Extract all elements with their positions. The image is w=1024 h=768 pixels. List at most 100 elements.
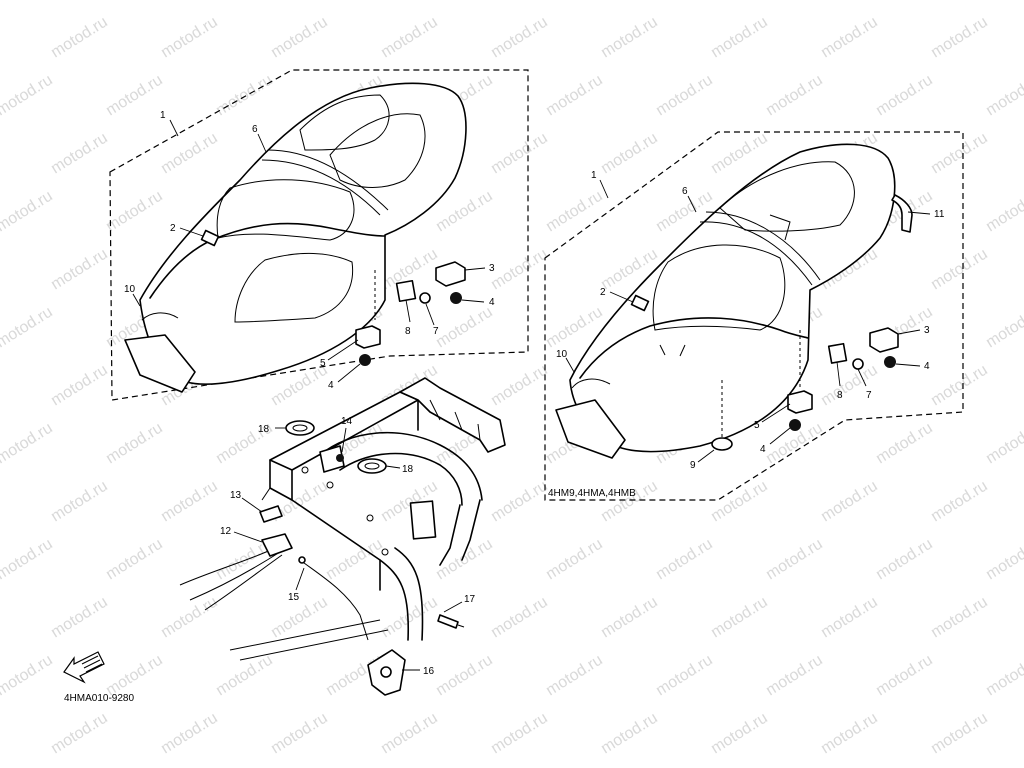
watermark-text: motod.ru: [873, 420, 936, 468]
watermark-text: motod.ru: [763, 652, 826, 700]
variant-label: 4HM9,4HMA,4HMB: [548, 488, 636, 499]
watermark-text: motod.ru: [763, 72, 826, 120]
left-callout-4b: 4: [328, 380, 334, 391]
watermark-text: motod.ru: [543, 188, 606, 236]
watermark-text: motod.ru: [0, 14, 1, 62]
watermark-text: motod.ru: [653, 0, 716, 3]
watermark-text: motod.ru: [543, 0, 606, 3]
left-seat-group: 1 6 2 10 3 4 8 7 5 4: [109, 69, 529, 401]
watermark-text: motod.ru: [103, 0, 166, 3]
frame-callout-13: 13: [230, 490, 242, 501]
watermark-text: motod.ru: [708, 594, 771, 642]
watermark-text: motod.ru: [103, 188, 166, 236]
watermark-text: motod.ru: [158, 130, 221, 178]
watermark-text: motod.ru: [653, 652, 716, 700]
watermark-text: motod.ru: [488, 478, 551, 526]
right-callout-4b: 4: [760, 444, 766, 455]
watermark-text: motod.ru: [0, 536, 56, 584]
watermark-text: motod.ru: [763, 536, 826, 584]
left-callout-7: 7: [433, 326, 439, 337]
watermark-text: motod.ru: [543, 72, 606, 120]
watermark-text: motod.ru: [48, 14, 111, 62]
right-callout-2: 2: [600, 287, 606, 298]
frame-callout-18b: 18: [402, 464, 414, 475]
right-callout-1: 1: [591, 170, 597, 181]
watermark-text: motod.ru: [0, 478, 1, 526]
left-callout-4a: 4: [489, 297, 495, 308]
left-callout-5: 5: [320, 358, 326, 369]
left-callout-6: 6: [252, 124, 258, 135]
left-callout-1: 1: [160, 110, 166, 121]
diagram-code: 4HMA010-9280: [64, 693, 134, 704]
right-callout-8: 8: [837, 390, 843, 401]
watermark-text: motod.ru: [983, 536, 1024, 584]
right-callout-9: 9: [690, 460, 696, 471]
watermark-text: motod.ru: [488, 14, 551, 62]
watermark-text: motod.ru: [158, 710, 221, 758]
right-callout-6: 6: [682, 186, 688, 197]
watermark-text: motod.ru: [983, 0, 1024, 3]
watermark-text: motod.ru: [213, 0, 276, 3]
left-callout-8: 8: [405, 326, 411, 337]
watermark-text: motod.ru: [268, 710, 331, 758]
right-seat-group: 1 6 11 2 10 3 4 8 7 5 4 9 4HM9,4HMA,4HMB: [544, 131, 964, 501]
watermark-text: motod.ru: [598, 710, 661, 758]
frame-group: 18 14 18 13 12 15 17 16: [179, 377, 506, 696]
left-callouts: 1 6 2 10 3 4 8 7 5 4: [124, 110, 495, 391]
watermark-text: motod.ru: [0, 72, 56, 120]
watermark-text: motod.ru: [0, 710, 1, 758]
right-callout-11: 11: [934, 209, 945, 220]
right-callout-3: 3: [924, 325, 930, 336]
frame-callout-17: 17: [464, 594, 476, 605]
watermark-text: motod.ru: [488, 362, 551, 410]
right-callout-4a: 4: [924, 361, 930, 372]
watermark-text: motod.ru: [818, 14, 881, 62]
frame-callouts: 18 14 18 13 12 15 17 16: [220, 416, 476, 677]
frame-callout-18a: 18: [258, 424, 270, 435]
watermark-text: motod.ru: [433, 0, 496, 3]
watermark-text: motod.ru: [103, 72, 166, 120]
watermark-text: motod.ru: [48, 362, 111, 410]
watermark-text: motod.ru: [708, 14, 771, 62]
watermark-text: motod.ru: [983, 188, 1024, 236]
direction-arrow-icon: [63, 651, 105, 684]
watermark-text: motod.ru: [708, 710, 771, 758]
watermark-text: motod.ru: [598, 594, 661, 642]
watermark-text: motod.ru: [983, 72, 1024, 120]
watermark-text: motod.ru: [268, 594, 331, 642]
watermark-text: motod.ru: [433, 652, 496, 700]
left-callout-10: 10: [124, 284, 136, 295]
watermark-text: motod.ru: [818, 478, 881, 526]
watermark-text: motod.ru: [48, 130, 111, 178]
watermark-text: motod.ru: [323, 0, 386, 3]
frame-callout-14: 14: [341, 416, 353, 427]
watermark-text: motod.ru: [488, 594, 551, 642]
watermark-text: motod.ru: [0, 304, 56, 352]
watermark-text: motod.ru: [873, 536, 936, 584]
watermark-text: motod.ru: [0, 188, 56, 236]
watermark-text: motod.ru: [0, 594, 1, 642]
right-group-outline: [544, 131, 964, 501]
watermark-text: motod.ru: [873, 72, 936, 120]
watermark-text: motod.ru: [0, 0, 56, 3]
watermark-text: motod.ru: [488, 130, 551, 178]
watermark-text: motod.ru: [378, 594, 441, 642]
watermark-text: motod.ru: [708, 478, 771, 526]
left-callout-2: 2: [170, 223, 176, 234]
frame: [179, 377, 506, 661]
watermark-text: motod.ru: [213, 72, 276, 120]
watermark-text: motod.ru: [928, 130, 991, 178]
watermark-text: motod.ru: [103, 420, 166, 468]
watermark-text: motod.ru: [488, 710, 551, 758]
right-callout-10: 10: [556, 349, 568, 360]
watermark-text: motod.ru: [158, 14, 221, 62]
left-seat: [124, 82, 467, 393]
watermark-text: motod.ru: [983, 304, 1024, 352]
watermark-text: motod.ru: [653, 72, 716, 120]
watermark-text: motod.ru: [48, 710, 111, 758]
watermark-text: motod.ru: [818, 594, 881, 642]
watermark-text: motod.ru: [378, 710, 441, 758]
watermark-text: motod.ru: [928, 246, 991, 294]
watermark-text: motod.ru: [598, 14, 661, 62]
